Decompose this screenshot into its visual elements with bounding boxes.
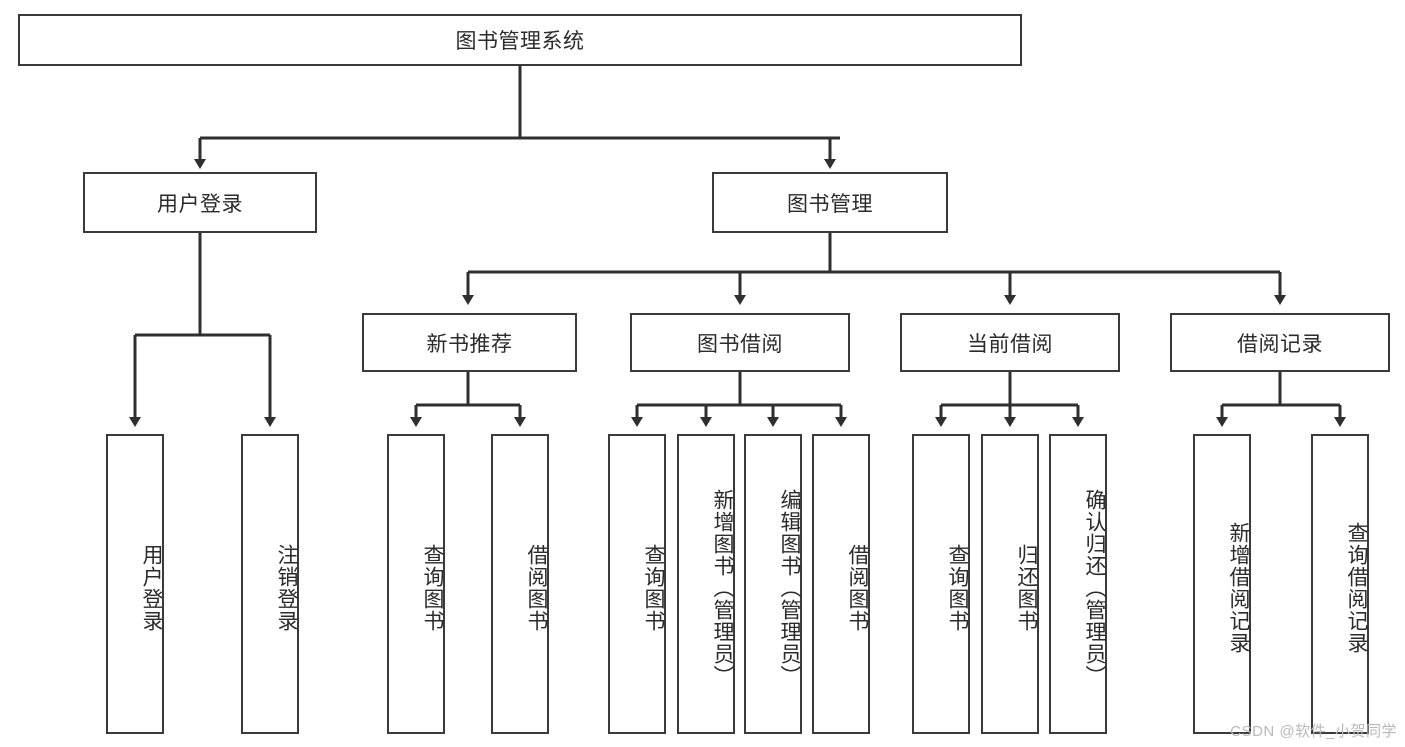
node-book-borrow[interactable]: 图书借阅 [630,313,850,372]
leaf-label: 查询借阅记录 [1345,522,1368,654]
csdn-watermark: CSDN @软件_小贺同学 [1230,723,1397,740]
node-borrow-record[interactable]: 借阅记录 [1170,313,1390,372]
node-book-management-label: 图书管理 [787,192,873,216]
leaf-current-confirm-return-admin[interactable]: 确认归还（管理员） [1049,434,1107,734]
leaf-label: 借阅图书 [846,544,869,632]
leaf-label: 查询图书 [946,544,969,632]
leaf-borrow-edit-book-admin[interactable]: 编辑图书（管理员） [744,434,802,734]
leaf-label: 新增借阅记录 [1227,522,1250,654]
leaf-record-add-record[interactable]: 新增借阅记录 [1193,434,1251,734]
leaf-user-login-logout[interactable]: 注销登录 [241,434,299,734]
leaf-borrow-add-book-admin[interactable]: 新增图书（管理员） [677,434,735,734]
leaf-label: 用户登录 [140,544,163,632]
leaf-current-query-book[interactable]: 查询图书 [912,434,970,734]
leaf-label: 查询图书 [642,544,665,632]
node-borrow-record-label: 借阅记录 [1237,332,1323,356]
leaf-label: 注销登录 [275,544,298,632]
node-current-borrow-label: 当前借阅 [967,332,1053,356]
leaf-label: 归还图书 [1015,544,1038,632]
node-new-book-recommend-label: 新书推荐 [426,332,513,356]
node-book-borrow-label: 图书借阅 [697,332,783,356]
node-root[interactable]: 图书管理系统 [18,14,1022,66]
leaf-record-query-record[interactable]: 查询借阅记录 [1311,434,1369,734]
leaf-label: 编辑图书（管理员） [778,489,801,687]
node-user-login[interactable]: 用户登录 [83,172,317,233]
leaf-new-book-query[interactable]: 查询图书 [387,434,445,734]
leaf-label: 借阅图书 [525,544,548,632]
leaf-current-return-book[interactable]: 归还图书 [981,434,1039,734]
node-book-management[interactable]: 图书管理 [712,172,948,233]
node-current-borrow[interactable]: 当前借阅 [900,313,1120,372]
leaf-borrow-query-book[interactable]: 查询图书 [608,434,666,734]
leaf-label: 确认归还（管理员） [1083,489,1106,687]
leaf-label: 新增图书（管理员） [711,489,734,687]
leaf-label: 查询图书 [421,544,444,632]
node-new-book-recommend[interactable]: 新书推荐 [362,313,577,372]
leaf-new-book-borrow[interactable]: 借阅图书 [491,434,549,734]
node-root-label: 图书管理系统 [455,30,585,53]
leaf-borrow-borrow-book[interactable]: 借阅图书 [812,434,870,734]
leaf-user-login-login[interactable]: 用户登录 [106,434,164,734]
node-user-login-label: 用户登录 [157,192,243,216]
